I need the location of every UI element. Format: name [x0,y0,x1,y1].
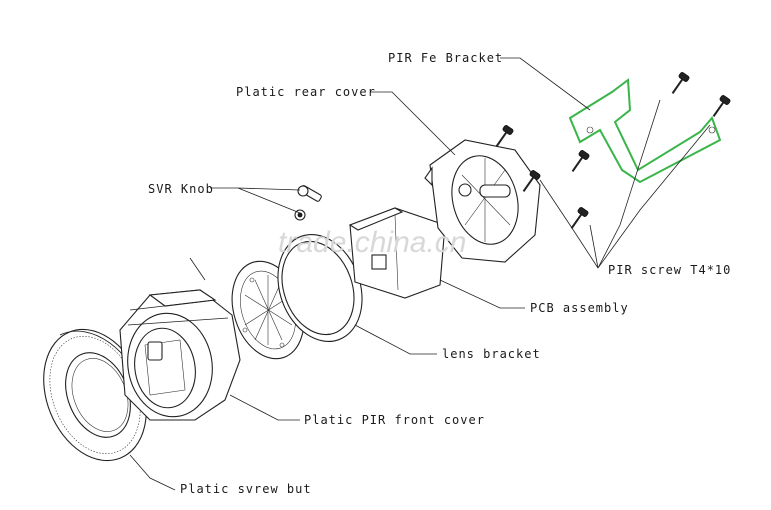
plastic-screw-nut-part [43,328,147,462]
label-plastic-rear-cover: Platic rear cover [236,85,376,99]
pir-fe-bracket-part [568,78,722,184]
label-lens-bracket: lens bracket [442,347,541,361]
label-svr-knob: SVR Knob [148,182,214,196]
plastic-rear-cover-part [424,139,541,263]
lens-bracket-ring-part [277,233,363,343]
label-pir-screw: PIR screw T4*10 [608,263,731,277]
watermark-text: trade.china.cn [278,226,466,259]
label-plastic-screw-nut: Platic svrew but [180,482,312,496]
label-plastic-front-cover: Platic PIR front cover [304,413,485,427]
label-pcb-assembly: PCB assembly [530,301,629,315]
svr-knob-part [294,185,322,221]
label-pir-fe-bracket: PIR Fe Bracket [388,51,503,65]
pcb-assembly-part [348,207,446,299]
leader-lines [129,57,711,491]
pir-screws-part [495,72,731,229]
plastic-front-cover-part [119,289,241,421]
